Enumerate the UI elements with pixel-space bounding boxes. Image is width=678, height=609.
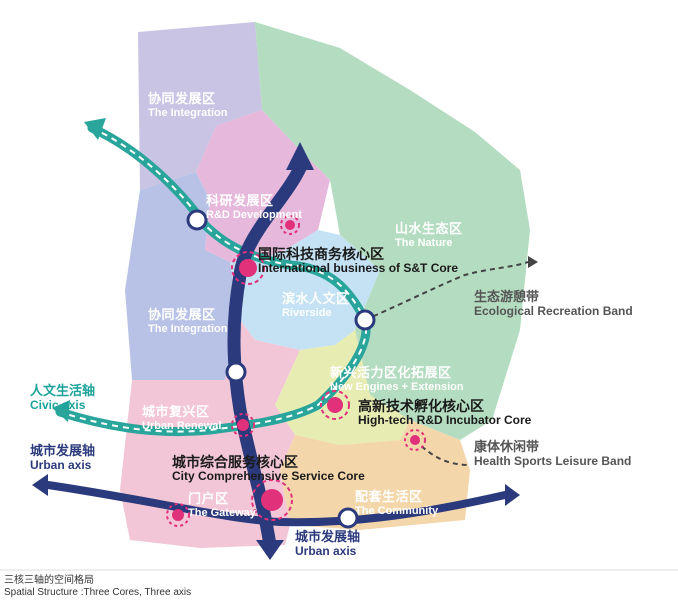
core-international-marker [231, 251, 265, 285]
urban-axis-vertical [227, 161, 307, 552]
zone-riverside-en: Riverside [282, 306, 332, 319]
urban-axis-arrowhead-bottom [256, 540, 284, 560]
axis-civic-cn: 人文生活轴 [30, 383, 96, 398]
zone-nature-en: The Nature [395, 236, 453, 249]
axis-urban-bottom-en: Urban axis [295, 543, 357, 558]
zone-integration-mid-cn: 协同发展区 [148, 307, 216, 322]
band-health-cn: 康体休闲带 [474, 439, 540, 454]
ecological-band-arrowhead [528, 256, 538, 268]
band-health-en: Health Sports Leisure Band [474, 453, 632, 468]
axis-urban-left-label: 城市发展轴 Urban axis [30, 443, 96, 473]
zone-integration-top-label: 协同发展区 The Integration [148, 91, 228, 120]
band-ecological-label: 生态游憩带 Ecological Recreation Band [474, 289, 633, 319]
core-international-label: 国际科技商务核心区 International business of S&T … [258, 246, 458, 276]
node-health-marker [404, 429, 426, 451]
zone-nature-cn: 山水生态区 [395, 221, 463, 236]
health-band-line [414, 439, 471, 466]
zone-gateway-en: The Gateway [188, 506, 256, 519]
core-city-cn: 城市综合服务核心区 [172, 454, 298, 470]
zone-rd [196, 110, 330, 262]
zone-integration-top-cn: 协同发展区 [148, 91, 216, 106]
core-hightech-en: High-tech R&D Incubator Core [358, 413, 532, 428]
zone-integration-mid [125, 172, 240, 380]
civic-axis-arrowhead-top [84, 118, 106, 140]
zone-engines-en: New Engines + Extension [330, 380, 464, 393]
zone-community-cn: 配套生活区 [355, 489, 423, 504]
zone-urban-renewal-en: Urban Renewal [142, 419, 222, 432]
axis-nodes [186, 209, 376, 529]
core-city-marker [251, 479, 293, 521]
axis-civic-label: 人文生活轴 Civic axis [30, 383, 96, 413]
zone-gateway-label: 门户区 The Gateway [188, 491, 256, 520]
urban-axis-arrowhead-top [286, 142, 314, 170]
zone-urban-renewal-cn: 城市复兴区 [142, 404, 210, 419]
node-top-marker [280, 215, 300, 235]
zone-integration-top-en: The Integration [148, 106, 228, 119]
node-mid [225, 361, 247, 383]
ecological-band-line [364, 261, 529, 321]
zone-riverside-cn: 滨水人文区 [282, 291, 350, 306]
caption-en: Spatial Structure :Three Cores, Three ax… [4, 586, 192, 598]
band-health-label: 康体休闲带 Health Sports Leisure Band [474, 439, 632, 469]
zone-nature [255, 22, 530, 440]
node-gateway-marker [166, 503, 190, 527]
urban-axis-arrowhead-right [505, 484, 520, 506]
axis-urban-bottom-label: 城市发展轴 Urban axis [295, 529, 361, 559]
zones [120, 22, 530, 548]
zone-engines-label: 新兴活力区化拓展区 New Engines + Extension [330, 365, 464, 394]
caption-cn: 三核三轴的空间格局 [4, 575, 94, 586]
zone-rd-label: 科研发展区 R&D Development [206, 193, 302, 222]
zone-integration-top [138, 22, 262, 190]
urban-axis-arrowhead-left [32, 474, 48, 496]
core-international-en: International business of S&T Core [258, 261, 459, 276]
zone-integration-mid-en: The Integration [148, 322, 228, 335]
zone-riverside-label: 滨水人文区 Riverside [282, 291, 350, 320]
zone-gateway-cn: 门户区 [188, 491, 229, 506]
zone-urban-renewal-label: 城市复兴区 Urban Renewal [142, 404, 222, 433]
zone-engines-cn: 新兴活力区化拓展区 [330, 365, 452, 380]
zone-community-en: The Community [355, 504, 439, 517]
zone-rd-cn: 科研发展区 [206, 193, 274, 208]
civic-axis-arrowhead-left [52, 400, 70, 422]
node-nature [354, 309, 376, 331]
core-hightech-cn: 高新技术孵化核心区 [358, 398, 484, 414]
urban-axis-horizontal [44, 481, 509, 527]
zone-integration-mid-label: 协同发展区 The Integration [148, 307, 228, 336]
core-hightech-marker [320, 390, 350, 420]
core-city-en: City Comprehensive Service Core [172, 469, 365, 484]
band-ecological-cn: 生态游憩带 [474, 289, 540, 304]
node-rd [186, 209, 208, 231]
core-hightech-label: 高新技术孵化核心区 High-tech R&D Incubator Core [358, 398, 531, 428]
axis-urban-left-cn: 城市发展轴 [30, 443, 96, 458]
caption: 三核三轴的空间格局 Spatial Structure :Three Cores… [4, 575, 191, 598]
node-renewal-marker [231, 413, 255, 437]
axis-civic-en: Civic axis [30, 397, 86, 412]
zone-rd-en: R&D Development [206, 208, 302, 221]
core-city-label: 城市综合服务核心区 City Comprehensive Service Cor… [172, 454, 365, 484]
axis-urban-left-en: Urban axis [30, 457, 92, 472]
zone-nature-label: 山水生态区 The Nature [395, 221, 463, 250]
axis-urban-bottom-cn: 城市发展轴 [295, 529, 361, 544]
band-ecological-en: Ecological Recreation Band [474, 303, 633, 318]
zone-engines [275, 330, 410, 445]
core-international-cn: 国际科技商务核心区 [258, 246, 384, 262]
zone-community-label: 配套生活区 The Community [355, 489, 439, 518]
core-markers [166, 215, 426, 527]
node-community [337, 507, 359, 529]
